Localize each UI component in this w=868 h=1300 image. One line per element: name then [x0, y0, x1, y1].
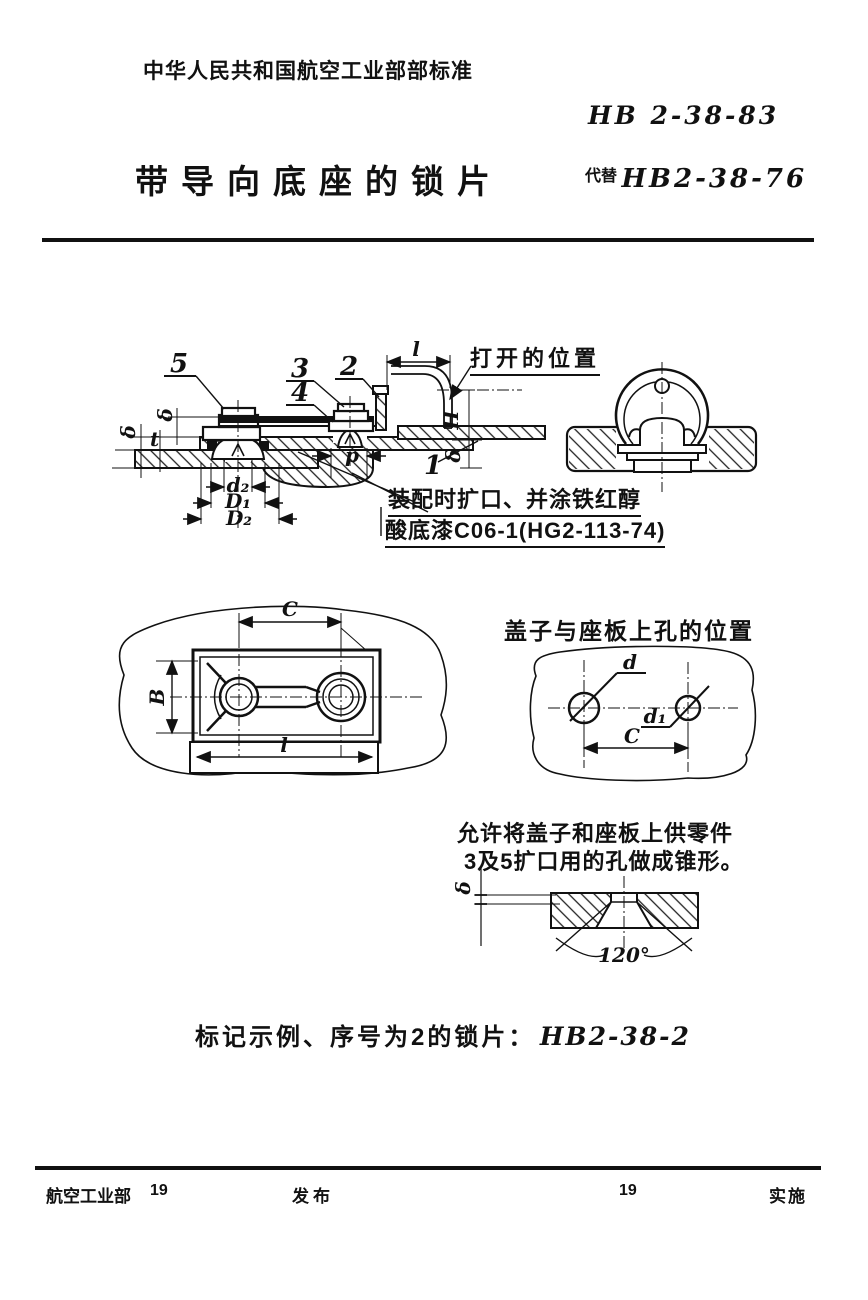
hole-position-figure: d d₁ C — [529, 645, 757, 782]
dim-delta-left-outer-label: δ — [116, 425, 140, 439]
dim-C-holes-label: C — [624, 724, 640, 748]
section-dimensions: l H δ p — [112, 337, 482, 530]
end-view-figure — [565, 362, 758, 492]
dim-D2-label: D₂ — [225, 506, 252, 530]
footer-year-left: 19 — [150, 1182, 168, 1199]
dim-C-plan-label: C — [282, 597, 298, 621]
plan-view-figure: C B l — [118, 597, 448, 776]
part-callouts: 5 3 4 2 1 — [164, 349, 479, 481]
dim-l-label: l — [412, 337, 420, 361]
holes-blob-outline — [529, 645, 757, 782]
footer-year-right: 19 — [619, 1182, 637, 1199]
part-label-3: 3 — [291, 354, 309, 384]
part-label-2: 2 — [339, 352, 358, 382]
marking-example-line: 标记示例、序号为2的锁片： HB2-38-2 — [195, 1017, 691, 1052]
footer-publish-label: 发布 — [292, 1187, 334, 1206]
hole-position-title: 盖子与座板上孔的位置 — [504, 618, 754, 644]
replaces-number: HB2-38-76 — [621, 164, 808, 194]
dim-delta-right-label: δ — [441, 449, 465, 463]
note-leaders — [297, 451, 429, 536]
footer-department: 航空工业部 — [46, 1187, 131, 1206]
section-view-figure: l H δ p — [112, 337, 546, 536]
part-label-5: 5 — [170, 349, 188, 379]
document-title: 带导向底座的锁片 — [135, 163, 503, 200]
dim-d2-label: d₂ — [227, 473, 250, 497]
cone-note-line1: 允许将盖子和座板上供零件 — [457, 821, 734, 846]
dim-delta-cone-label: δ — [451, 881, 475, 895]
footer-divider-rule — [35, 1166, 821, 1170]
dim-d1-label: d₁ — [644, 704, 667, 728]
marking-example-prefix: 标记示例、序号为2的锁片： — [195, 1024, 536, 1051]
assembly-note-line2: 酸底漆C06-1(HG2-113-74) — [385, 513, 666, 548]
dim-B-label: B — [145, 689, 169, 707]
dim-d-label: d — [623, 650, 637, 674]
dim-p-label: p — [345, 443, 359, 467]
part-label-4: 4 — [291, 378, 309, 408]
right-rivet-assembly — [327, 396, 375, 466]
standard-number: HB 2-38-83 — [588, 101, 780, 130]
dim-t-label: t — [150, 427, 160, 451]
dim-D1-label: D₁ — [224, 489, 251, 513]
assembly-note-line1: 装配时扩口、并涂铁红醇 — [388, 482, 642, 517]
dim-delta-left-inner-label: δ — [153, 408, 177, 422]
dim-L-label: l — [280, 733, 288, 757]
replaces-label: 代替 — [585, 168, 618, 185]
countersink-figure: δ 120° — [451, 868, 699, 967]
standard-org-line: 中华人民共和国航空工业部部标准 — [143, 60, 473, 83]
open-position-note: 打开的位置 — [470, 341, 601, 376]
cone-note-line2: 3及5扩口用的孔做成锥形。 — [464, 849, 744, 874]
marking-example-code: HB2-38-2 — [539, 1022, 691, 1051]
dim-angle-label: 120° — [598, 943, 650, 967]
header-divider-rule — [42, 238, 814, 242]
part-label-1: 1 — [424, 451, 442, 481]
dim-H-label: H — [439, 409, 463, 430]
replaces-line: 代替 HB2-38-76 — [585, 162, 807, 194]
footer-implement-label: 实施 — [769, 1187, 807, 1206]
plan-blob-outline — [118, 605, 448, 776]
